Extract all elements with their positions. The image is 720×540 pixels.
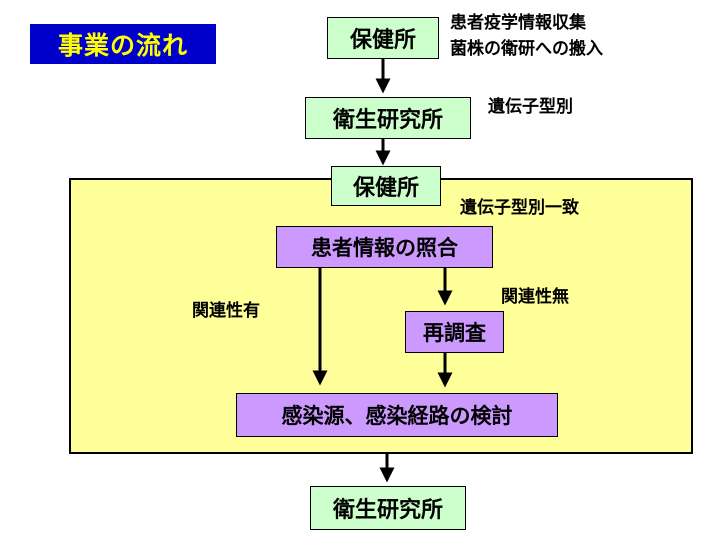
epi-collect-note: 患者疫学情報収集 (450, 13, 586, 33)
hokenjo-mid-box: 保健所 (331, 166, 441, 206)
genotype-match-note: 遺伝子型別一致 (460, 198, 579, 218)
hokenjo-top-box: 保健所 (327, 17, 439, 59)
page-title: 事業の流れ (30, 24, 216, 64)
reinvestigate-box: 再調査 (405, 311, 504, 353)
related-yes-note: 関連性有 (192, 301, 260, 321)
related-no-note: 関連性無 (501, 287, 569, 307)
eiken-bottom-box: 衛生研究所 (310, 486, 466, 530)
genotyping-note: 遺伝子型別 (488, 97, 573, 117)
patient-match-box: 患者情報の照合 (276, 226, 493, 268)
source-route-box: 感染源、感染経路の検討 (236, 393, 558, 437)
eiken-top-box: 衛生研究所 (305, 97, 471, 139)
strain-delivery-note: 菌株の衛研への搬入 (450, 39, 603, 59)
